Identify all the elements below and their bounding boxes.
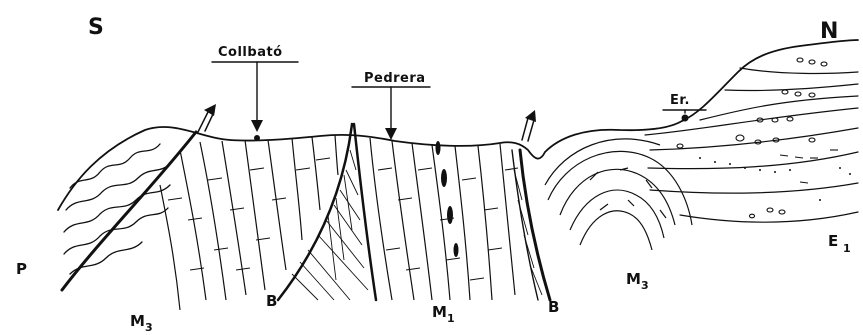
shale-dashes bbox=[780, 150, 838, 183]
unit-b-left-text: B bbox=[266, 292, 277, 310]
unit-m1-text: M bbox=[432, 303, 447, 321]
collbato-marker: Collbató bbox=[212, 45, 298, 141]
sandstone-dots bbox=[699, 157, 851, 201]
unit-label-m3-left: M 3 bbox=[130, 312, 153, 334]
unit-b-right-text: B bbox=[548, 298, 559, 316]
conglomerate-pebbles bbox=[677, 58, 827, 218]
north-label: N bbox=[820, 19, 838, 44]
unit-label-p: P bbox=[16, 260, 27, 278]
unit-e1-text: E bbox=[828, 232, 838, 250]
unit-m3-right-text: M bbox=[626, 270, 641, 288]
unit-label-m1: M 1 bbox=[432, 303, 455, 325]
pedrera-label: Pedrera bbox=[364, 71, 426, 86]
unit-label-b-right: B bbox=[548, 298, 559, 316]
fault-arrow-left bbox=[198, 104, 216, 132]
unit-label-m3-right: M 3 bbox=[626, 270, 649, 292]
unit-m1-sub: 1 bbox=[447, 312, 455, 325]
thrust-fault-left bbox=[62, 132, 196, 290]
fault-b-right bbox=[512, 110, 550, 300]
south-label: S bbox=[88, 15, 104, 40]
anticline-m3-right bbox=[545, 139, 692, 250]
er-marker: Er. bbox=[663, 93, 706, 122]
folded-paleozoic bbox=[64, 144, 172, 274]
collbato-label: Collbató bbox=[218, 45, 283, 60]
unit-p-text: P bbox=[16, 260, 27, 278]
unit-m3-left-text: M bbox=[130, 312, 145, 330]
unit-label-b-left: B bbox=[266, 292, 277, 310]
er-label: Er. bbox=[670, 93, 690, 108]
unit-e1-sub: 1 bbox=[843, 242, 851, 255]
vertical-beds bbox=[160, 135, 515, 310]
pedrera-marker: Pedrera bbox=[352, 71, 430, 140]
unit-label-e1: E 1 bbox=[828, 232, 851, 255]
topographic-profile bbox=[58, 40, 858, 210]
unit-m3-right-sub: 3 bbox=[641, 279, 649, 292]
unit-m3-left-sub: 3 bbox=[145, 321, 153, 334]
